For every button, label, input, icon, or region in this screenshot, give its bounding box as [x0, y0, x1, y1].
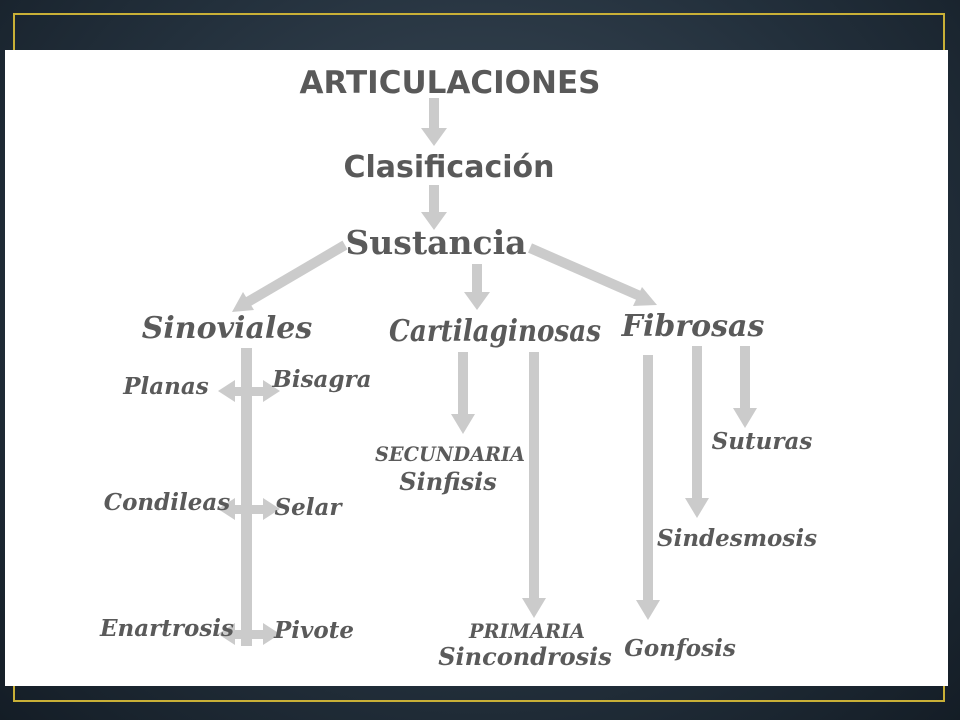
arrow-to-sinfisis [451, 352, 475, 434]
label-secundaria: SECUNDARIA [375, 442, 525, 466]
label-sustancia: Sustancia [345, 223, 526, 262]
arrow-to-suturas [733, 346, 757, 428]
item-gonfosis: Gonfosis [624, 635, 736, 662]
category-sinoviales: Sinoviales [142, 311, 313, 346]
arrow-to-sincondrosis [522, 352, 546, 618]
item-sindesmosis: Sindesmosis [657, 525, 817, 552]
arrow-head-fibrosas [633, 287, 657, 306]
arrow-head-sinoviales [232, 292, 254, 312]
item-planas: Planas [122, 373, 209, 400]
arrow-sustancia-to-sinoviales [243, 240, 348, 308]
arrow-to-sindesmosis [685, 346, 709, 518]
arrow-condileas-selar [218, 498, 280, 520]
arrow-sustancia-to-cartilaginosas [464, 264, 490, 310]
arrow-planas-bisagra [218, 380, 280, 402]
arrows [218, 98, 757, 646]
item-suturas: Suturas [712, 428, 813, 455]
labels: ARTICULACIONES Clasificación Sustancia S… [99, 65, 817, 671]
arrow-enartrosis-pivote [218, 623, 280, 645]
item-sinfisis: Sinfisis [399, 467, 497, 496]
item-pivote: Pivote [273, 617, 354, 644]
label-primaria: PRIMARIA [468, 619, 585, 643]
category-fibrosas: Fibrosas [621, 309, 765, 344]
label-clasificacion: Clasificación [344, 150, 555, 185]
arrow-clasificacion-to-sustancia [421, 185, 447, 230]
item-sincondrosis: Sincondrosis [438, 642, 612, 671]
item-condileas: Condileas [104, 489, 230, 516]
diagram-title: ARTICULACIONES [300, 65, 601, 101]
category-cartilaginosas: Cartilaginosas [389, 314, 601, 349]
sinoviales-trunk [241, 348, 252, 646]
arrow-title-to-clasificacion [421, 98, 447, 146]
content-panel [5, 50, 948, 686]
arrow-to-gonfosis [636, 355, 660, 620]
arrow-sustancia-to-fibrosas [528, 243, 642, 301]
item-selar: Selar [274, 494, 343, 521]
item-bisagra: Bisagra [271, 366, 371, 393]
item-enartrosis: Enartrosis [99, 615, 234, 642]
